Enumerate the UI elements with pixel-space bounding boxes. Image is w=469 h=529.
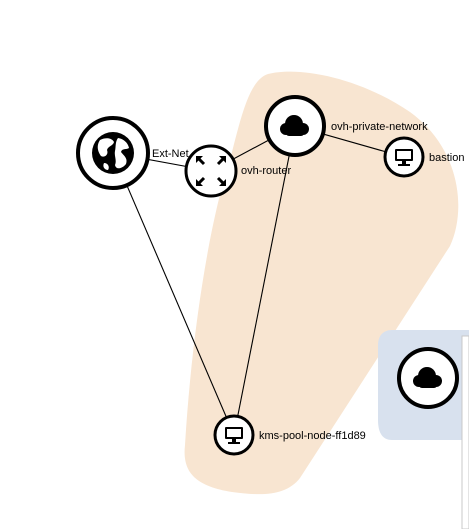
ovh-router-node-circle[interactable] [184, 144, 238, 198]
node-bastion[interactable]: bastion [383, 136, 464, 178]
kms-pool-node-label: kms-pool-node-ff1d89 [259, 430, 366, 442]
right-panel-edge [461, 335, 469, 529]
node-kms-pool-node[interactable]: kms-pool-node-ff1d89 [213, 414, 366, 456]
ovh-router-label: ovh-router [241, 165, 291, 177]
ext-net-label: Ext-Net [152, 148, 189, 160]
cloud-icon [280, 115, 309, 136]
cloud-icon [413, 367, 442, 388]
router-icon [196, 156, 226, 186]
node-ovh-router[interactable]: ovh-router [184, 144, 291, 198]
monitor-icon [395, 149, 413, 166]
private-network-group [184, 71, 459, 495]
link-ext-net-kms-node [112, 152, 235, 436]
ovh-private-network-label: ovh-private-network [331, 121, 428, 133]
link-private-network-kms-node [233, 125, 296, 436]
bastion-label: bastion [429, 152, 464, 164]
globe-icon [92, 132, 134, 174]
node-partial-network[interactable] [397, 347, 459, 409]
node-ext-net[interactable]: Ext-Net [76, 116, 189, 190]
monitor-icon [225, 427, 243, 444]
node-ovh-private-network[interactable]: ovh-private-network [264, 95, 428, 157]
